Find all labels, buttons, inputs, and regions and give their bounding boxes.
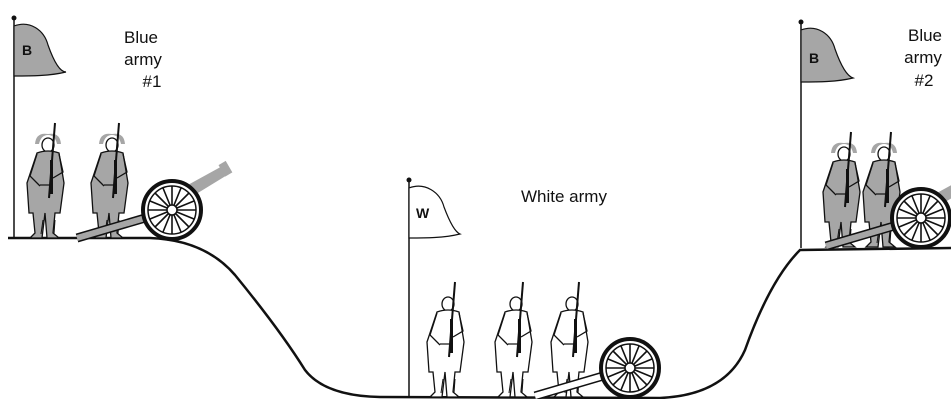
army-label-line: #1: [143, 72, 162, 91]
flag-letter: B: [22, 42, 32, 58]
blue-army-2: B Blue army #2: [799, 20, 951, 249]
soldier-figure: [27, 123, 64, 238]
terrain-outline: [8, 238, 951, 398]
soldier-figure: [427, 282, 464, 397]
army-label-line: army: [124, 50, 162, 69]
army-label-line: army: [904, 48, 942, 67]
army-label: White army: [521, 187, 607, 206]
soldier-figure: [823, 132, 860, 247]
army-label-line: Blue: [908, 26, 942, 45]
flag-letter: B: [809, 50, 819, 66]
flag-letter: W: [416, 205, 430, 221]
army-label-line: Blue: [124, 28, 158, 47]
white-army: W White army: [407, 178, 690, 398]
army-label-line: #2: [915, 71, 934, 90]
soldier-figure: [495, 282, 532, 397]
blue-army-1: B Blue army #1: [12, 16, 232, 240]
